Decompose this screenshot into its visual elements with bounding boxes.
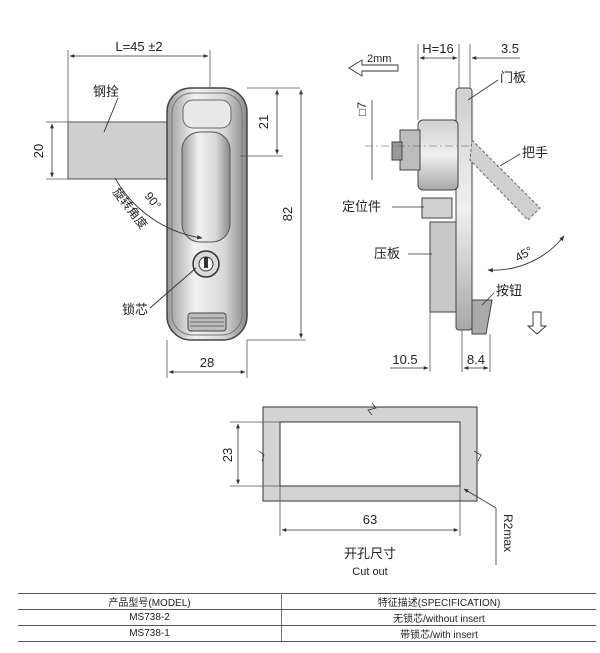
- dim-bolt-height: 20: [31, 144, 46, 158]
- direction-arrow-down: [526, 311, 548, 335]
- dim-top-offset: 21: [256, 115, 271, 129]
- dim-body-width: 28: [200, 355, 214, 370]
- bolt-shape: [67, 121, 171, 180]
- dim-left: 10.5: [392, 352, 417, 367]
- cutout-title-cn: 开孔尺寸: [344, 547, 396, 562]
- arrow-note: 2mm: [367, 53, 391, 65]
- cutout-title-en: Cut out: [352, 566, 387, 578]
- table-row: MS738-2 无锁芯/without insert: [18, 609, 596, 626]
- label-bolt: 钢拴: [93, 85, 119, 100]
- dim-right: 8.4: [467, 352, 485, 367]
- direction-arrow-left: [348, 59, 399, 77]
- core-leader: [149, 267, 197, 309]
- cutout-view: 23 63 R2max 开孔尺寸 Cut out: [220, 402, 515, 578]
- pressure-plate: [429, 221, 457, 313]
- handle-top-slot: [182, 99, 232, 129]
- lock-cylinder: [417, 119, 459, 191]
- row-model: MS738-2: [18, 609, 282, 626]
- locator: [421, 197, 453, 219]
- side-button: [471, 299, 493, 335]
- dim-total-height: 82: [280, 207, 295, 221]
- cutout-hole: [279, 421, 461, 487]
- bolt-leader: [103, 97, 119, 133]
- label-door: 门板: [500, 71, 526, 86]
- label-pressplate: 压板: [374, 247, 400, 262]
- dim-cutout-height: 23: [220, 448, 235, 462]
- label-locator: 定位件: [342, 200, 381, 215]
- angle-arc-45: [487, 235, 565, 273]
- lock-core-slot: [204, 257, 208, 268]
- header-spec: 特征描述(SPECIFICATION): [281, 593, 596, 610]
- spec-table: 产品型号(MODEL) 特征描述(SPECIFICATION) MS738-2 …: [18, 593, 596, 642]
- side-view: 2mm H=16 3.5 □7 10.5 8.4 45° 门板 把手: [342, 41, 565, 372]
- label-core: 锁芯: [122, 302, 148, 318]
- header-model: 产品型号(MODEL): [18, 593, 282, 610]
- dim-plate: 3.5: [501, 41, 519, 56]
- handle-body-inner: [171, 92, 243, 336]
- dim-cutout-width: 63: [363, 512, 377, 527]
- dim-h: H=16: [422, 41, 453, 56]
- row-spec: 带锁芯/with insert: [281, 625, 596, 642]
- row-spec: 无锁芯/without insert: [281, 609, 596, 626]
- technical-drawing: L=45 ±2 20 21 82 28 钢拴 旋转角度 90° 锁芯: [31, 39, 565, 578]
- row-model: MS738-1: [18, 625, 282, 642]
- spec-table-header: 产品型号(MODEL) 特征描述(SPECIFICATION): [18, 593, 596, 610]
- front-view: L=45 ±2 20 21 82 28 钢拴 旋转角度 90° 锁芯: [31, 39, 306, 378]
- label-handle: 把手: [522, 146, 548, 161]
- label-front-angle: 90°: [142, 189, 164, 212]
- dim-cutout-radius: R2max: [501, 514, 515, 552]
- handle-lever: [181, 131, 231, 243]
- label-rotation: 旋转角度: [110, 185, 151, 232]
- table-row: MS738-1 带锁芯/with insert: [18, 625, 596, 642]
- square-shaft: [399, 129, 421, 171]
- label-button: 按钮: [496, 284, 522, 299]
- dim-square: □7: [355, 102, 369, 116]
- rotation-arc: [114, 177, 203, 240]
- shaft-tip: [391, 141, 403, 161]
- dim-width-top: L=45 ±2: [115, 39, 162, 54]
- handle-lifted: [469, 138, 541, 221]
- door-plate: [455, 87, 473, 331]
